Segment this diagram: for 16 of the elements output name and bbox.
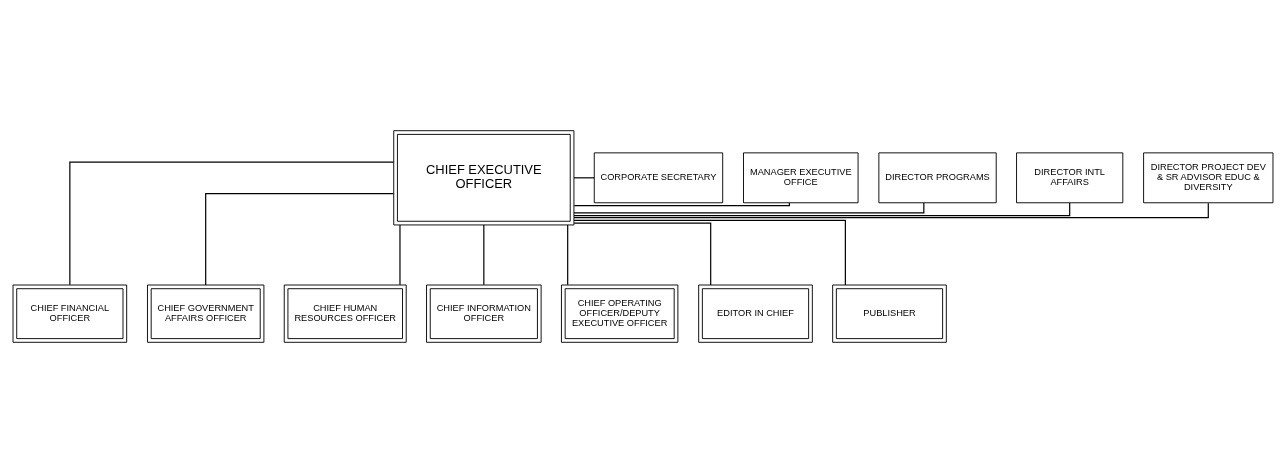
connector bbox=[573, 219, 846, 286]
connector bbox=[205, 192, 395, 286]
connector bbox=[399, 224, 401, 286]
node-box: CORPORATE SECRETARY bbox=[593, 152, 724, 204]
node-box: DIRECTOR INTL AFFAIRS bbox=[1016, 152, 1124, 204]
connector bbox=[573, 202, 1071, 217]
connector bbox=[573, 177, 595, 179]
connector bbox=[567, 224, 569, 286]
node-box: MANAGER EXECUTIVE OFFICE bbox=[743, 152, 859, 204]
connector bbox=[69, 161, 395, 286]
connector bbox=[483, 224, 485, 286]
connector bbox=[573, 202, 925, 214]
node-box: DIRECTOR PROGRAMS bbox=[878, 152, 997, 204]
node-box: DIRECTOR PROJECT DEV & SR ADVISOR EDUC & DIVERSITY bbox=[1143, 152, 1274, 204]
connector bbox=[573, 202, 790, 207]
connector bbox=[573, 222, 712, 286]
